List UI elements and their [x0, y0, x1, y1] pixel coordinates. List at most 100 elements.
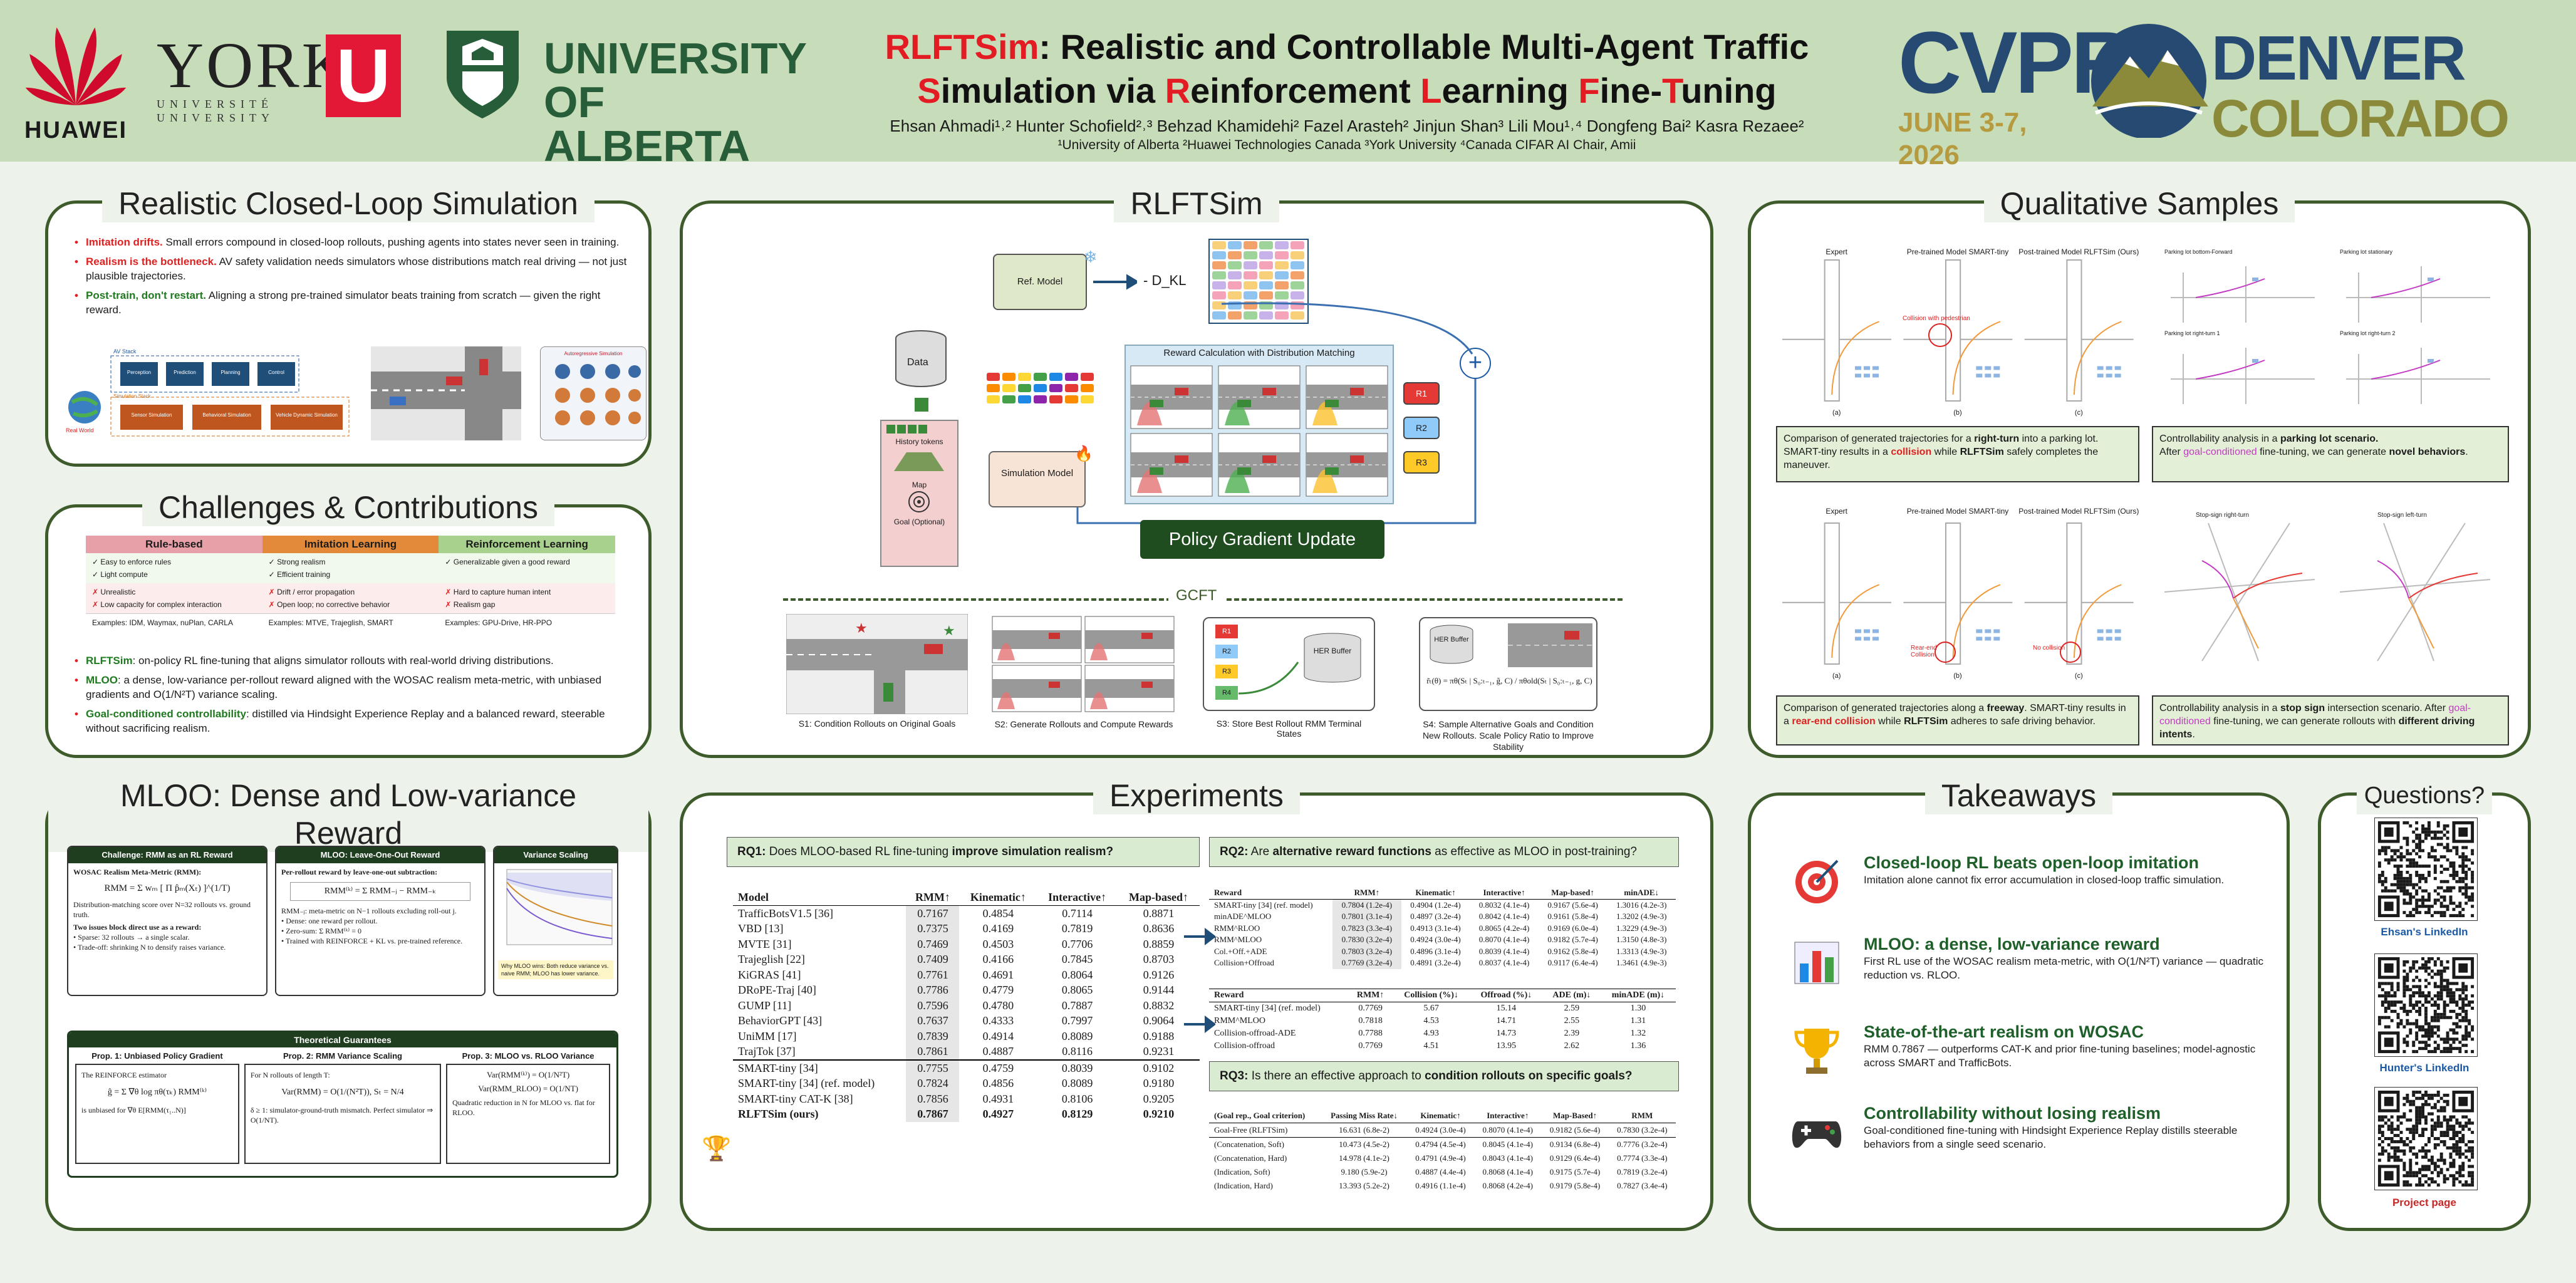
token-cell — [1259, 281, 1273, 289]
table-cell: 0.4166 — [982, 953, 1014, 965]
token-cell — [1034, 384, 1047, 392]
qr-code-project[interactable] — [2374, 1087, 2478, 1190]
rmm-equation: RMM = Σ wₘ [ Π p̂ₘ(Xₜ) ]^(1/T) — [104, 883, 231, 893]
table-cell: 0.8070 (4.1e-4) — [1478, 935, 1530, 944]
intersection-figure — [371, 346, 521, 440]
caption-freeway: Comparison of generated trajectories alo… — [1776, 695, 2139, 745]
rollout-panel — [1218, 365, 1301, 429]
table-cell: 0.7824 — [906, 1076, 960, 1091]
table-cell: 1.3016 (4.2e-3) — [1616, 900, 1667, 910]
table-cell: 0.8065 (4.2e-4) — [1478, 923, 1530, 933]
qr-label-hunter[interactable]: Hunter's LinkedIn — [2379, 1062, 2470, 1074]
gamepad-icon — [1792, 1121, 1842, 1148]
fig-label: Stop-sign right-turn — [2196, 512, 2250, 519]
fig-label: (a) — [1832, 672, 1841, 680]
panel-experiments: Experiments RQ1: Does MLOO-based RL fine… — [680, 777, 1713, 1231]
rq2-header: RQ2: Are alternative reward functions as… — [1209, 837, 1679, 867]
token-cell — [1081, 384, 1094, 392]
token-cell — [1291, 251, 1304, 259]
table-cell: Col.+Off.+ADE — [1214, 946, 1267, 956]
table-cell: 0.7769 — [1358, 1041, 1383, 1051]
table-cell: Goal-Free (RLFTSim) — [1214, 1125, 1288, 1135]
table-cell: 0.7769 — [1358, 1004, 1383, 1013]
table-cell: SMART-tiny [34] (ref. model) — [738, 1077, 875, 1089]
caption-parking-lot: Controllability analysis in a parking lo… — [2152, 426, 2509, 482]
fig-label: Parking lot stationary — [2340, 249, 2393, 255]
table-cell: 0.9144 — [1143, 984, 1175, 996]
fig-label: (a) — [1832, 409, 1841, 417]
token-cell — [1018, 384, 1031, 392]
rollout-panel — [1130, 365, 1213, 429]
svg-text:★: ★ — [943, 623, 955, 638]
qr-label-ehsan[interactable]: Ehsan's LinkedIn — [2381, 926, 2468, 938]
token-cell — [1212, 241, 1226, 249]
table-cell: 0.8068 (4.2e-4) — [1482, 1181, 1534, 1190]
token-cell — [1291, 271, 1304, 279]
fig-label: Parking lot right-turn 1 — [2164, 330, 2220, 336]
title-word: einforcement — [1190, 71, 1421, 110]
table-cell: 0.7801 (3.1e-4) — [1332, 911, 1401, 923]
r3-badge: R3 — [1403, 451, 1440, 474]
token-cell — [1291, 241, 1304, 249]
qr-code-hunter[interactable] — [2374, 953, 2478, 1057]
table-cell: 0.7375 — [906, 921, 960, 937]
token-cell — [1259, 271, 1273, 279]
table-cell: 4.93 — [1423, 1029, 1439, 1038]
table-cell: UniMM [17] — [738, 1029, 797, 1042]
table-row: (Concatenation, Soft)10.473 (4.5e-2)0.47… — [1209, 1138, 1676, 1152]
token-cell — [1275, 281, 1289, 289]
table-cell: 14.73 — [1496, 1029, 1517, 1038]
poster-header: HUAWEI YORK UNIVERSITÉ UNIVERSITY U UNIV… — [0, 0, 2576, 170]
table-cell: 0.4913 (3.1e-4) — [1410, 923, 1461, 933]
token-cell — [1259, 311, 1273, 319]
rear-end-label: Rear-end Collision — [1911, 645, 1937, 658]
table-cell: TrajTok [37] — [738, 1045, 796, 1057]
table-cell: 0.8065 — [1061, 984, 1093, 996]
svg-text:★: ★ — [855, 620, 868, 636]
examples-text: Examples: MTVE, Trajeglish, SMART — [268, 618, 393, 627]
table-cell: 1.31 — [1630, 1016, 1646, 1026]
token-cell — [1002, 373, 1015, 381]
table-cell: Trajeglish [22] — [738, 953, 805, 965]
table-row: SMART-tiny [34] (ref. model) 0.7824 0.4856… — [733, 1076, 1200, 1091]
table-cell: 0.9126 — [1143, 968, 1175, 981]
policy-gradient-update: Policy Gradient Update — [1140, 520, 1384, 559]
table-cell: 0.7839 — [906, 1028, 960, 1044]
bar-chart-icon — [1794, 942, 1839, 984]
autoregressive-figure: Autoregressive Simulation — [540, 346, 647, 440]
token-cell — [1291, 281, 1304, 289]
cvpr-date: JUNE 3-7, 2026 — [1898, 107, 2027, 170]
table-cell: 0.9167 (5.6e-4) — [1547, 900, 1598, 910]
token-cell — [1002, 384, 1015, 392]
rollout-panel — [1084, 616, 1175, 663]
table-cell: 1.36 — [1630, 1041, 1646, 1051]
panel-title: Qualitative Samples — [1983, 185, 2295, 222]
token-cell — [1228, 251, 1242, 259]
freeway-figure — [1776, 504, 2139, 683]
york-logo: YORK UNIVERSITÉ UNIVERSITY U — [157, 33, 407, 124]
table-cell: 0.7769 (3.2e-4) — [1332, 957, 1401, 969]
table-cell: 0.4914 — [982, 1029, 1014, 1042]
qr-label-project[interactable]: Project page — [2392, 1197, 2457, 1208]
table-cell: 0.8129 — [1061, 1108, 1093, 1120]
table-cell: 13.95 — [1496, 1041, 1517, 1051]
table-cell: 0.9117 (6.4e-4) — [1547, 958, 1598, 967]
token-cell — [1275, 311, 1289, 319]
title-letter: R — [1165, 71, 1191, 110]
fig-label: Behavioral Simulation — [202, 412, 251, 418]
qr-code-ehsan[interactable] — [2374, 818, 2478, 921]
table-cell: 0.9231 — [1143, 1045, 1175, 1057]
fig-label: Stop-sign left-turn — [2377, 512, 2427, 519]
table-cell: 0.4931 — [982, 1092, 1014, 1105]
fig-label: (b) — [1953, 409, 1962, 417]
r1-badge: R1 — [1403, 382, 1440, 405]
ualberta-line2: OF ALBERTA — [544, 78, 750, 170]
table-cell: 0.4856 — [982, 1077, 1014, 1089]
